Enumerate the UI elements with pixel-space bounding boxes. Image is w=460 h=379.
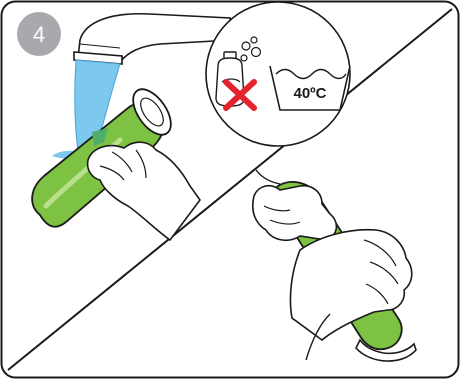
wash-basin-icon: 40ºC	[269, 65, 351, 111]
suction-cup	[132, 88, 172, 136]
suction-cup-base	[355, 338, 417, 362]
step-number: 4	[33, 22, 45, 47]
diagonal-divider	[7, 8, 453, 371]
step-badge: 4	[17, 12, 61, 56]
care-symbols: 40ºC	[205, 1, 351, 147]
hand-wipe-upper	[251, 184, 338, 242]
rinse-scene	[31, 12, 233, 242]
wipe-scene	[251, 169, 417, 362]
hand-wipe-lower	[289, 228, 413, 342]
wash-temperature-label: 40ºC	[294, 85, 327, 102]
red-cross-icon	[223, 79, 257, 111]
hand-rinse	[86, 141, 201, 242]
water-on-toy	[92, 128, 108, 146]
